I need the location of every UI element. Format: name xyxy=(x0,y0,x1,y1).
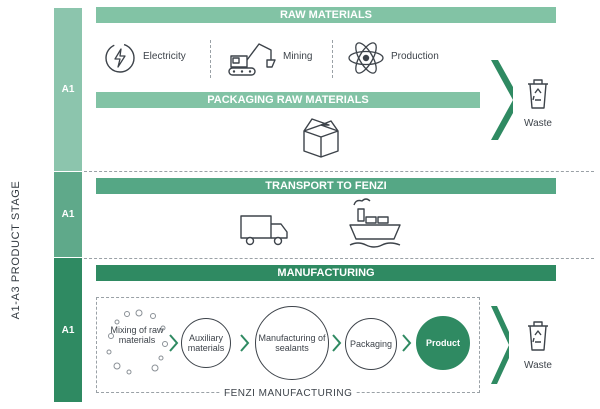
manufacturing-bar: MANUFACTURING xyxy=(96,265,556,281)
separator xyxy=(210,40,211,78)
stage-label: A1 xyxy=(61,84,75,95)
waste-label: Waste xyxy=(524,118,552,129)
chevron-right-icon xyxy=(169,334,179,352)
waste-label: Waste xyxy=(524,360,552,371)
chevron-right-icon xyxy=(240,334,250,352)
box-icon xyxy=(303,118,339,158)
chevron-right-icon xyxy=(402,334,412,352)
chevron-right-icon xyxy=(491,306,509,384)
separator xyxy=(332,40,333,78)
recycle-bin-icon xyxy=(528,321,548,351)
mining-label: Mining xyxy=(283,51,313,62)
packaging-raw-materials-bar: PACKAGING RAW MATERIALS xyxy=(96,92,480,108)
scattered-dots-icon xyxy=(106,309,168,375)
stage-label: A1 xyxy=(61,209,75,220)
raw-materials-bar: RAW MATERIALS xyxy=(96,7,556,23)
packaging-step: Packaging xyxy=(345,318,397,370)
plug-icon xyxy=(105,43,135,73)
fenzi-manufacturing-label: FENZI MANUFACTURING xyxy=(220,388,357,399)
stage-a1-raw: A1 xyxy=(54,8,82,171)
truck-icon xyxy=(240,215,288,246)
recycle-bin-icon xyxy=(528,79,548,109)
excavator-icon xyxy=(228,43,276,76)
stage-a1-manufacturing: A1 xyxy=(54,258,82,402)
chevron-right-icon xyxy=(491,60,513,140)
atom-icon xyxy=(348,42,384,74)
side-title: A1-A3 PRODUCT STAGE xyxy=(10,180,22,320)
auxiliary-materials-step: Auxiliary materials xyxy=(181,318,231,368)
divider xyxy=(84,258,594,259)
transport-bar: TRANSPORT TO FENZI xyxy=(96,178,556,194)
product-step: Product xyxy=(416,316,470,370)
stage-a1-transport: A1 xyxy=(54,172,82,257)
mixing-label: Mixing of raw materials xyxy=(110,325,164,346)
chevron-right-icon xyxy=(332,334,342,352)
manufacturing-of-sealants-step: Manufacturing of sealants xyxy=(255,306,329,380)
ship-icon xyxy=(349,198,401,248)
divider xyxy=(84,171,594,172)
stage-label: A1 xyxy=(61,324,75,336)
production-label: Production xyxy=(391,51,439,62)
electricity-label: Electricity xyxy=(143,51,186,62)
